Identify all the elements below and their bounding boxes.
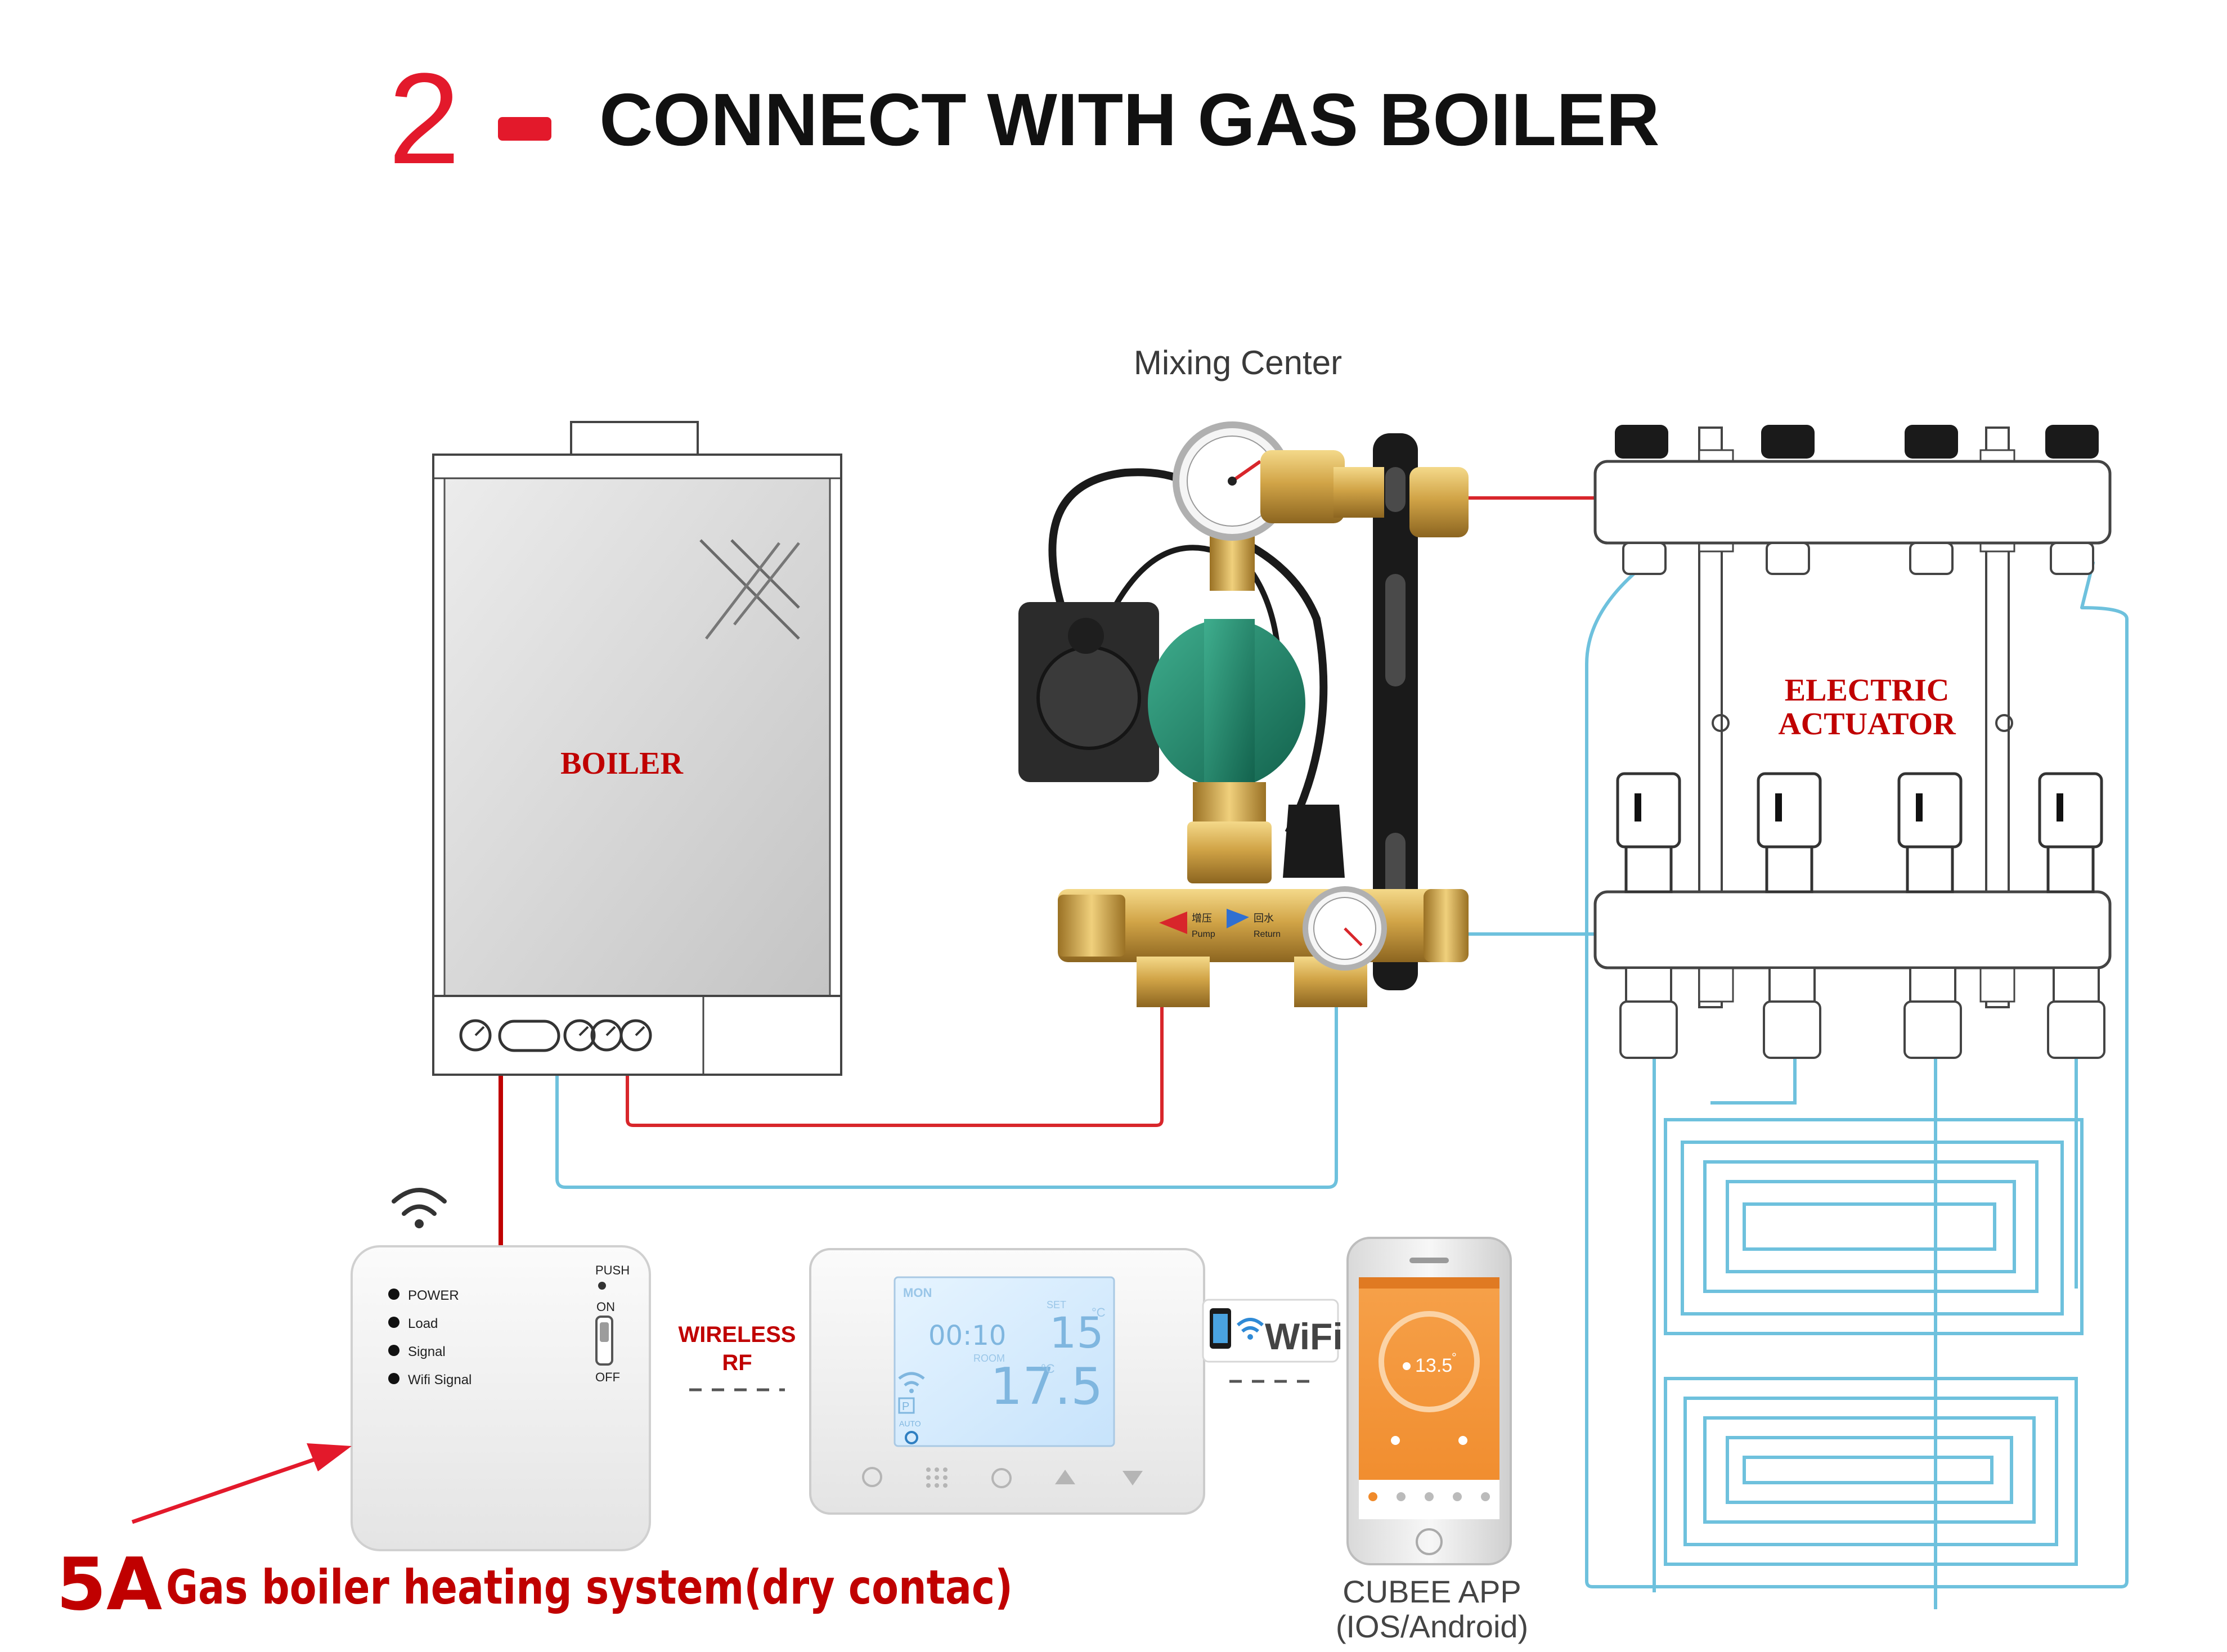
- down-button-icon[interactable]: [1123, 1471, 1143, 1485]
- cold-return-pipe: [555, 1000, 1338, 1189]
- clock-button-icon[interactable]: [862, 1467, 882, 1487]
- pipes: [499, 496, 2129, 1588]
- receiver-indicators: POWER Load Signal Wifi Signal: [388, 1288, 472, 1388]
- footer-amp: 5A: [56, 1543, 162, 1627]
- pump-speed-dial: [1036, 645, 1141, 750]
- heading-title: CONNECT WITH GAS BOILER: [599, 78, 1660, 161]
- mounting-bracket: [1373, 433, 1418, 990]
- mixing-center: Mixing Center: [1018, 344, 1469, 1007]
- hot-supply-pipe: [626, 1000, 1164, 1127]
- heading-dash: [498, 117, 551, 141]
- app-thermostat-dial: [1379, 1311, 1480, 1412]
- menu-button-icon[interactable]: [926, 1467, 948, 1488]
- thermostat-lcd: [894, 1276, 1115, 1447]
- floor-loop-upper: [1664, 1118, 2084, 1335]
- wifi-signal-icon: [392, 1188, 447, 1228]
- footer-text: Gas boiler heating system(dry contac): [166, 1560, 1013, 1615]
- outlet-bottom-fitting: [1424, 889, 1469, 962]
- heading: 2 CONNECT WITH GAS BOILER: [388, 46, 1660, 191]
- thermostat-set-unit: °C: [1092, 1305, 1106, 1319]
- boiler-knob-icon: [563, 1019, 596, 1052]
- cold-arrow-icon: [1227, 909, 1249, 928]
- thermostat-set-label: SET: [1047, 1299, 1066, 1310]
- manifold-top-caps: [1615, 425, 2099, 459]
- thermostat-flame-icon: [905, 1431, 918, 1444]
- rf-label-line1: WIRELESS: [679, 1322, 796, 1347]
- thermostat-wifi-icon: [898, 1372, 925, 1393]
- wifi-badge-icon: [1236, 1318, 1264, 1340]
- smartphone: 13.5 °: [1346, 1237, 1512, 1565]
- up-button-icon[interactable]: [1055, 1470, 1075, 1484]
- actuator-icon: [1616, 772, 1681, 849]
- thermostat-set-temp: 15: [1049, 1308, 1104, 1358]
- manifold: ELECTRIC ACTUATOR: [1593, 425, 2112, 1059]
- switch-off-label: OFF: [595, 1370, 620, 1384]
- switch-push-label: PUSH: [595, 1263, 630, 1277]
- wifi-badge-text: WiFi: [1265, 1316, 1343, 1357]
- indicator-load: Load: [408, 1316, 438, 1331]
- svg-text:Return: Return: [1254, 930, 1281, 939]
- app-caption-line1: CUBEE APP: [1343, 1574, 1521, 1609]
- indicator-wifi-signal: Wifi Signal: [408, 1372, 472, 1388]
- thermostat-day: MON: [903, 1286, 932, 1300]
- app-temperature: 13.5: [1415, 1355, 1452, 1376]
- app-caption-line2: (IOS/Android): [1336, 1609, 1528, 1644]
- wireless-receiver: POWER Load Signal Wifi Signal PUSH ON OF…: [351, 1188, 651, 1551]
- thermostat-room-label: ROOM: [973, 1353, 1005, 1364]
- actuator-label-line2: ACTUATOR: [1778, 707, 1956, 742]
- wifi-link: WiFi: [1202, 1299, 1343, 1383]
- switch-on-label: ON: [596, 1300, 615, 1314]
- manifold-loop-left: [1585, 561, 2129, 1588]
- svg-text:回水: 回水: [1254, 913, 1274, 924]
- receiver-body: [351, 1245, 651, 1551]
- footer-arrow-head: [307, 1443, 352, 1471]
- thermostat-room-temp: 17.5: [990, 1357, 1103, 1416]
- actuator-icon: [1757, 772, 1822, 849]
- boiler: BOILER: [432, 421, 842, 1076]
- thermostat-room-unit: °C: [1041, 1362, 1055, 1376]
- footer-arrow-line: [131, 1455, 322, 1524]
- phone-home-button[interactable]: [1416, 1528, 1443, 1555]
- rf-link: WIRELESS RF: [679, 1322, 796, 1391]
- app-temperature-unit: °: [1452, 1350, 1457, 1364]
- thermostat-buttons: [862, 1467, 1143, 1488]
- phone-screen: [1359, 1277, 1499, 1519]
- indicator-signal: Signal: [408, 1344, 446, 1359]
- thermostat-mode-p: P: [902, 1400, 909, 1413]
- hot-arrow-icon: [1159, 912, 1187, 934]
- app-tab-bar: [1368, 1492, 1490, 1501]
- actuator-icon: [2038, 772, 2103, 849]
- manifold-supply-bar: [1593, 460, 2112, 545]
- power-button-icon[interactable]: [991, 1468, 1012, 1488]
- electric-actuators: [1616, 772, 2103, 894]
- thermostat-mode-auto: AUTO: [899, 1419, 921, 1428]
- boiler-label: BOILER: [560, 746, 683, 781]
- boiler-display-icon: [498, 1020, 560, 1052]
- boiler-knob-icon: [619, 1019, 652, 1052]
- wifi-badge: [1202, 1299, 1339, 1363]
- mixing-center-label: Mixing Center: [1134, 344, 1342, 381]
- power-plug-icon: [1283, 805, 1345, 878]
- svg-text:增压: 增压: [1192, 913, 1212, 924]
- thermostat: MON 00:10 SET 15 °C ROOM 17.5 °C P AUTO: [809, 1248, 1205, 1515]
- manifold-return-bar: [1593, 890, 2112, 969]
- boiler-flue: [570, 421, 699, 457]
- svg-text:Pump: Pump: [1192, 930, 1215, 939]
- heading-number: 2: [388, 46, 460, 191]
- indicator-power: POWER: [408, 1288, 459, 1303]
- underfloor-loops: [1653, 1058, 2084, 1609]
- app-flame-icon: [1403, 1362, 1411, 1370]
- rf-label-line2: RF: [722, 1350, 752, 1375]
- boiler-knob-icon: [459, 1019, 492, 1052]
- floor-loop-lower: [1664, 1377, 2078, 1566]
- actuator-label-line1: ELECTRIC: [1785, 673, 1950, 708]
- footer: 5A Gas boiler heating system(dry contac): [56, 1443, 1013, 1627]
- thermostat-time: 00:10: [928, 1320, 1006, 1352]
- actuator-icon: [1897, 772, 1963, 849]
- outlet-top-fitting: [1409, 467, 1469, 537]
- boiler-panel: [443, 477, 831, 997]
